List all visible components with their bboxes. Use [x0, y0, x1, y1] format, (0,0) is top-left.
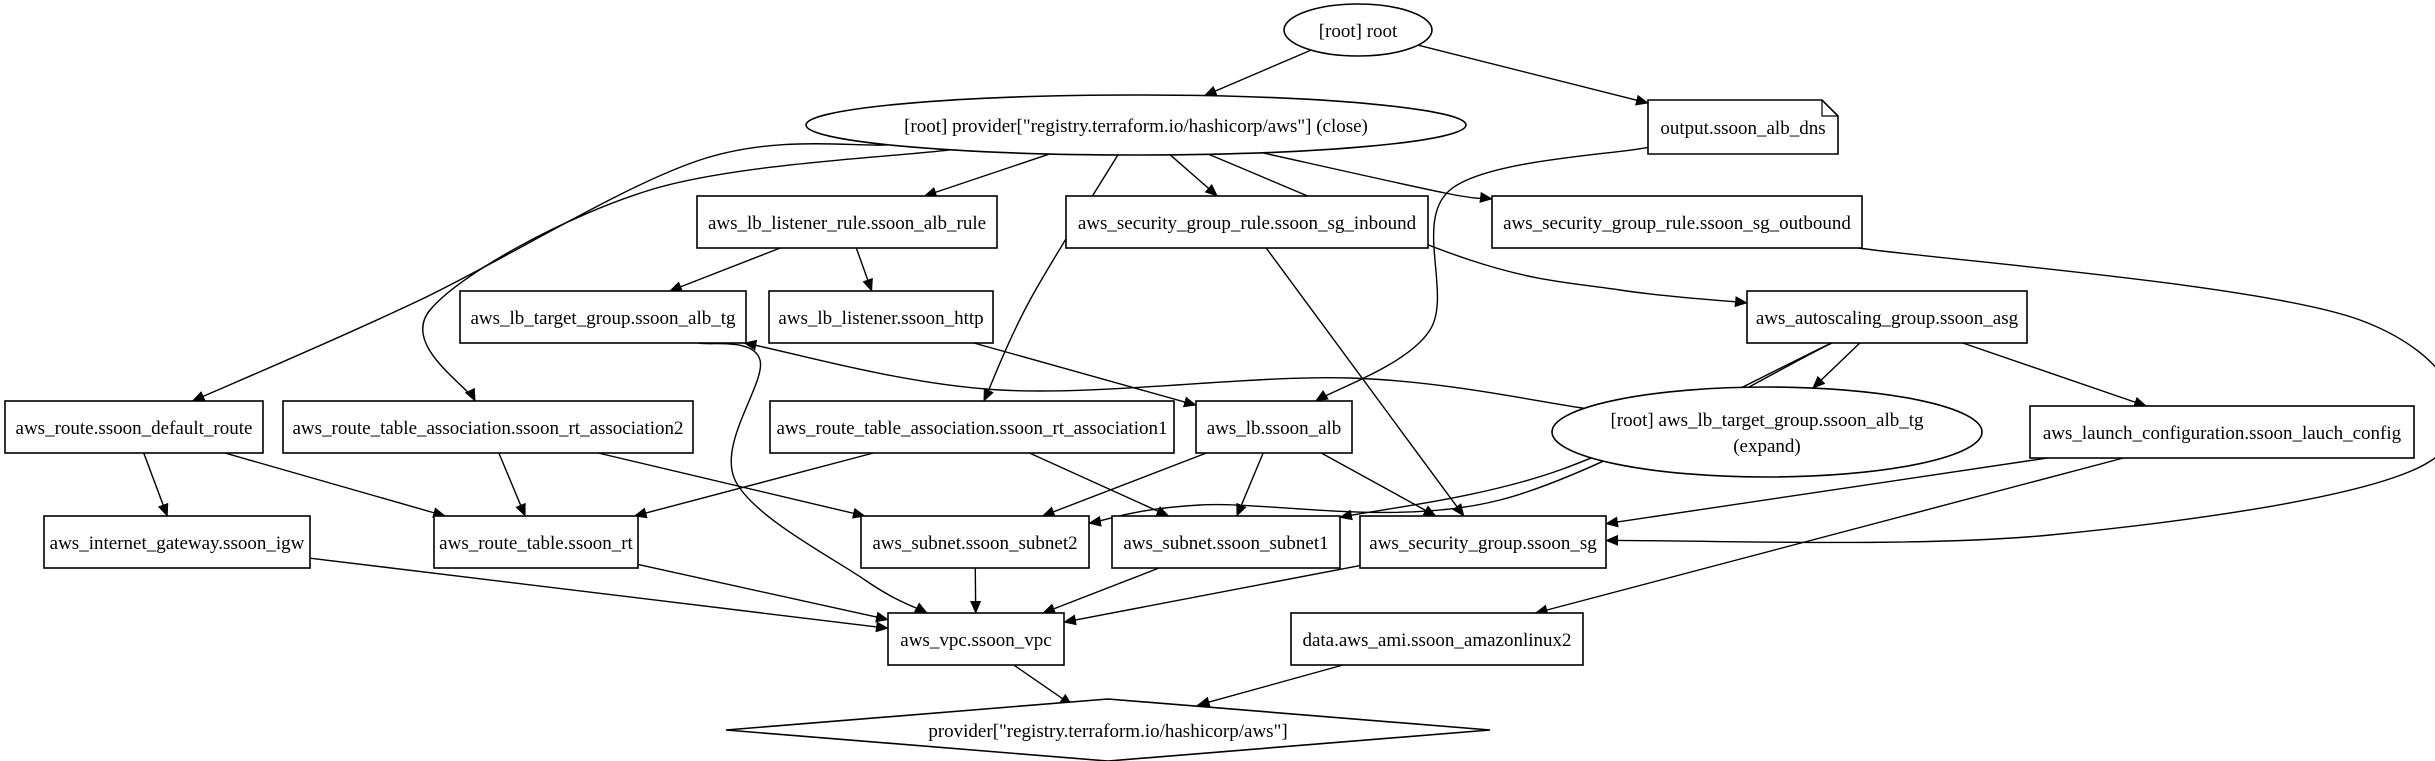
node-alb-tg-expand-label-line1: [root] aws_lb_target_group.ssoon_alb_tg	[1610, 410, 1924, 431]
edge-launch_config-to-security_group	[1605, 457, 2048, 528]
edge-asg-to-launch_config	[1962, 342, 2148, 408]
node-http-listener: aws_lb_listener.ssoon_http	[768, 290, 994, 344]
node-igw-label: aws_internet_gateway.ssoon_igw	[50, 533, 305, 554]
node-alb-tg-expand-label-line2: (expand)	[1733, 436, 1801, 457]
edge-provider_close-to-rt_assoc2	[422, 149, 951, 402]
edge-default_route-to-igw	[143, 452, 169, 517]
edge-vpc-to-provider_aws	[1013, 664, 1073, 706]
edge-alb_rule-to-alb_tg	[668, 247, 781, 292]
edge-provider_close-to-alb_rule	[923, 153, 1050, 198]
edge-sg_inbound-to-security_group	[1265, 247, 1465, 517]
node-alb-label: aws_lb.ssoon_alb	[1207, 418, 1342, 439]
edge-provider_close-to-default_route	[191, 142, 889, 402]
edge-asg-to-alb_tg_expand	[1812, 342, 1861, 389]
edge-alb-to-security_group	[1320, 452, 1437, 517]
edges-layer	[143, 44, 2435, 708]
edge-default_route-to-route_table	[224, 452, 447, 518]
edge-alb-to-subnet2	[1041, 452, 1207, 517]
node-ami-label: data.aws_ami.ssoon_amazonlinux2	[1302, 630, 1571, 651]
node-route-table: aws_route_table.ssoon_rt	[433, 515, 639, 569]
node-default-route: aws_route.ssoon_default_route	[4, 400, 264, 454]
edge-sg_outbound-to-security_group	[1605, 247, 2435, 546]
node-provider-aws: provider["registry.terraform.io/hashicor…	[725, 698, 1491, 761]
node-output-alb-dns: output.ssoon_alb_dns	[1647, 99, 1839, 155]
node-vpc-label: aws_vpc.ssoon_vpc	[900, 630, 1051, 651]
edge-http_listener-to-alb	[973, 342, 1197, 408]
node-launch-config-label: aws_launch_configuration.ssoon_lauch_con…	[2043, 423, 2402, 444]
edge-asg-to-subnet1	[1339, 342, 1832, 521]
edge-launch_config-to-ami	[1534, 457, 2124, 616]
edge-provider_close-to-rt_assoc1	[983, 154, 1119, 402]
edge-security_group-to-vpc	[1063, 564, 1361, 626]
edge-provider_close-to-sg_inbound	[1169, 154, 1219, 197]
node-alb-rule-label: aws_lb_listener_rule.ssoon_alb_rule	[708, 213, 986, 234]
node-provider-close: [root] provider["registry.terraform.io/h…	[805, 94, 1467, 156]
edge-rt_assoc2-to-route_table	[498, 452, 526, 517]
node-sg-inbound-label: aws_security_group_rule.ssoon_sg_inbound	[1078, 213, 1417, 234]
edge-igw-to-vpc	[309, 557, 889, 633]
node-igw: aws_internet_gateway.ssoon_igw	[43, 515, 311, 569]
node-provider-aws-label: provider["registry.terraform.io/hashicor…	[928, 721, 1287, 742]
node-route-table-label: aws_route_table.ssoon_rt	[439, 533, 633, 554]
nodes-layer: [root] root [root] provider["registry.ter…	[4, 3, 2415, 761]
node-alb-tg: aws_lb_target_group.ssoon_alb_tg	[459, 290, 747, 344]
edge-output_alb_dns-to-alb	[1314, 146, 1649, 402]
edge-root-to-output_alb_dns	[1417, 44, 1649, 106]
edge-rt_assoc1-to-route_table	[633, 452, 874, 519]
edge-subnet1-to-vpc	[1042, 567, 1160, 614]
node-default-route-label: aws_route.ssoon_default_route	[16, 418, 253, 439]
node-subnet2: aws_subnet.ssoon_subnet2	[860, 515, 1090, 569]
node-rt-assoc1-label: aws_route_table_association.ssoon_rt_ass…	[776, 418, 1167, 439]
node-alb-tg-expand: [root] aws_lb_target_group.ssoon_alb_tg (…	[1551, 386, 1983, 478]
edge-route_table-to-vpc	[637, 563, 889, 623]
edge-alb-to-subnet1	[1236, 452, 1264, 517]
node-rt-assoc1: aws_route_table_association.ssoon_rt_ass…	[769, 400, 1175, 454]
edge-ami-to-provider_aws	[1196, 664, 1344, 708]
node-root: [root] root	[1283, 3, 1433, 57]
node-output-alb-dns-label: output.ssoon_alb_dns	[1660, 118, 1825, 139]
edge-rt_assoc1-to-subnet1	[1029, 452, 1170, 517]
edge-alb_rule-to-http_listener	[855, 247, 873, 292]
edge-provider_close-to-sg_outbound	[1261, 152, 1493, 203]
edge-alb_tg_expand-to-alb_tg	[743, 339, 1585, 410]
edge-provider_close-to-asg	[1208, 153, 1748, 308]
node-subnet1: aws_subnet.ssoon_subnet1	[1111, 515, 1341, 569]
node-sg-outbound: aws_security_group_rule.ssoon_sg_outboun…	[1491, 195, 1863, 249]
edge-rt_assoc2-to-subnet2	[597, 452, 866, 519]
node-subnet1-label: aws_subnet.ssoon_subnet1	[1123, 533, 1328, 554]
node-provider-close-label: [root] provider["registry.terraform.io/h…	[904, 116, 1368, 137]
node-launch-config: aws_launch_configuration.ssoon_lauch_con…	[2029, 405, 2415, 459]
node-alb-tg-label: aws_lb_target_group.ssoon_alb_tg	[470, 308, 736, 329]
node-sg-inbound: aws_security_group_rule.ssoon_sg_inbound	[1065, 195, 1429, 249]
node-sg-outbound-label: aws_security_group_rule.ssoon_sg_outboun…	[1503, 213, 1851, 234]
node-asg: aws_autoscaling_group.ssoon_asg	[1746, 290, 2028, 344]
node-security-group-label: aws_security_group.ssoon_sg	[1369, 533, 1597, 554]
edge-alb_tg-to-vpc	[697, 342, 928, 614]
node-ami: data.aws_ami.ssoon_amazonlinux2	[1290, 612, 1584, 666]
node-asg-label: aws_autoscaling_group.ssoon_asg	[1756, 308, 2019, 329]
node-http-listener-label: aws_lb_listener.ssoon_http	[778, 308, 983, 329]
node-rt-assoc2: aws_route_table_association.ssoon_rt_ass…	[282, 400, 694, 454]
node-alb-rule: aws_lb_listener_rule.ssoon_alb_rule	[696, 195, 998, 249]
node-alb: aws_lb.ssoon_alb	[1195, 400, 1353, 454]
node-subnet2-label: aws_subnet.ssoon_subnet2	[872, 533, 1077, 554]
node-security-group: aws_security_group.ssoon_sg	[1359, 515, 1607, 569]
node-rt-assoc2-label: aws_route_table_association.ssoon_rt_ass…	[292, 418, 683, 439]
node-root-label: [root] root	[1319, 21, 1398, 42]
edge-root-to-provider_close	[1203, 49, 1312, 97]
node-vpc: aws_vpc.ssoon_vpc	[887, 612, 1065, 666]
